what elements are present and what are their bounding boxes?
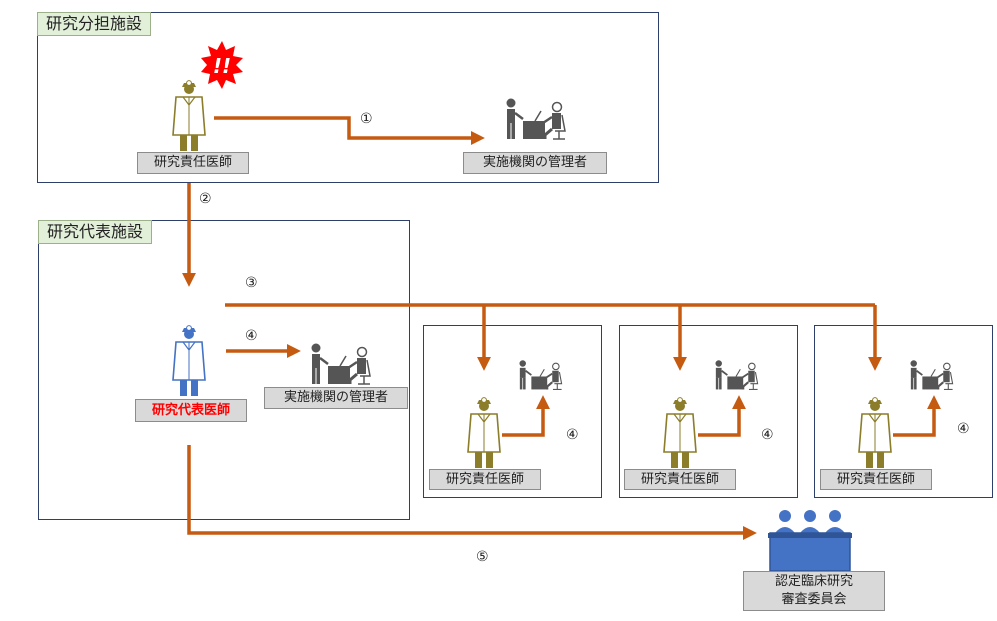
arrow-step1 [214, 116, 485, 145]
step1-number: ① [360, 111, 373, 127]
section-bunta-title: 研究分担施設 [37, 12, 152, 36]
site2-doctor-label: 研究責任医師 [624, 469, 736, 490]
step3-number: ③ [245, 275, 258, 291]
step2-number: ② [199, 191, 212, 207]
main-doctor-icon [172, 324, 206, 397]
section-daihyo-title: 研究代表施設 [38, 220, 153, 244]
site2-manager-desk-icon [714, 359, 759, 391]
site3-doctor-icon [858, 396, 892, 469]
top-doctor-icon [172, 79, 206, 152]
main-doctor-label: 研究代表医師 [135, 399, 247, 422]
step5-number: ⑤ [476, 549, 489, 565]
step4-site2-number: ④ [761, 427, 774, 443]
arrow-step4-site1 [502, 395, 550, 437]
main-admin-label: 実施機関の管理者 [264, 387, 408, 409]
alert-text: !! [213, 54, 231, 78]
site3-doctor-label: 研究責任医師 [820, 469, 932, 490]
site1-manager-desk-icon [518, 359, 563, 391]
site1-doctor-label: 研究責任医師 [429, 469, 541, 490]
committee-label-line1: 認定臨床研究 [774, 574, 853, 589]
alert-burst-icon [201, 41, 243, 89]
arrow-step4-site2 [698, 395, 746, 437]
site2-doctor-icon [663, 396, 697, 469]
top-doctor-label: 研究責任医師 [137, 152, 249, 174]
step4-site3-number: ④ [957, 421, 970, 437]
site1-doctor-icon [467, 396, 501, 469]
site3-manager-desk-icon [909, 359, 954, 391]
arrow-step4-site3 [893, 395, 941, 437]
step4-main-number: ④ [245, 328, 258, 344]
main-manager-desk-icon [310, 342, 372, 386]
top-admin-label: 実施機関の管理者 [463, 152, 607, 174]
committee-label-line2: 審査委員会 [781, 592, 847, 607]
top-manager-desk-icon [505, 97, 567, 141]
committee-icon [768, 510, 852, 572]
arrow-step5 [187, 445, 757, 540]
committee-label: 認定臨床研究 審査委員会 [743, 571, 885, 611]
step4-site1-number: ④ [566, 427, 579, 443]
